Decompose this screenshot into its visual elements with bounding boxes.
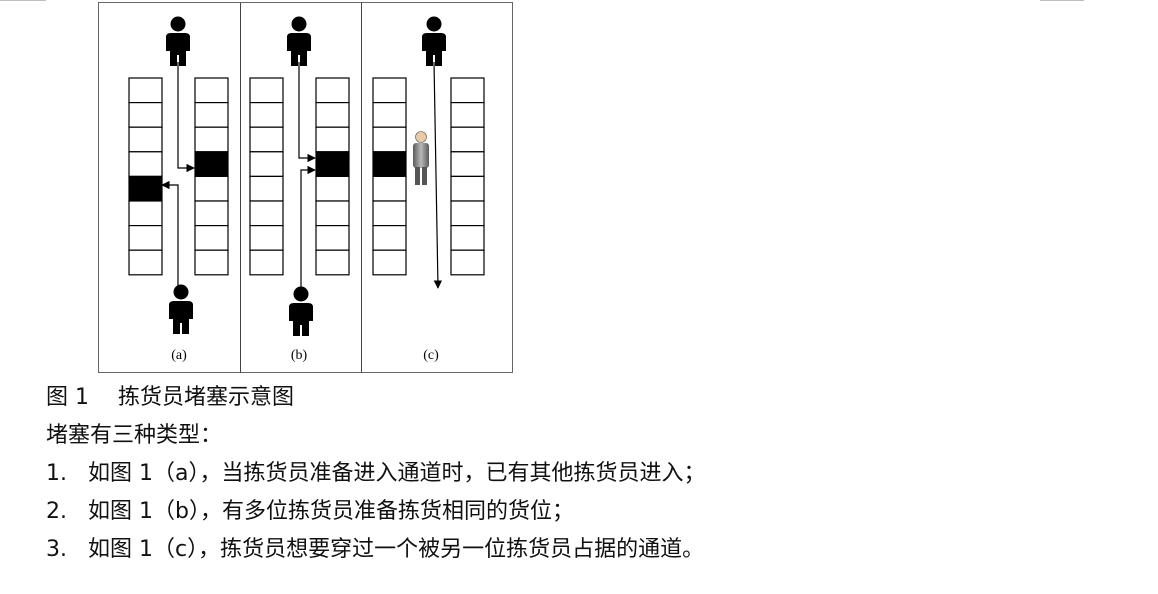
picker-path-arrow [300, 165, 316, 292]
picker-path-arrow [177, 62, 195, 173]
picker-blocking-figure: (a) (b) (c) [98, 2, 513, 373]
rack-slot [372, 249, 407, 276]
rack-slot [372, 200, 407, 227]
picker-path-arrow [433, 61, 443, 289]
rack-slot [315, 225, 350, 251]
rack-slot [128, 77, 163, 104]
rack-slot [315, 126, 350, 153]
picker-icon [289, 286, 313, 336]
rack-slot [249, 151, 284, 178]
rack-slot [450, 77, 485, 104]
rack-slot [372, 175, 407, 202]
rack-slot [372, 77, 407, 104]
figure-caption: 图 1 拣货员堵塞示意图 [46, 385, 294, 410]
rack-slot [128, 101, 163, 128]
rack-slot [450, 101, 485, 128]
rack-slot [249, 249, 284, 276]
rack-slot [249, 101, 284, 128]
rack-slot [249, 77, 284, 104]
picker-icon [287, 16, 311, 66]
picker-path-arrow [161, 180, 179, 287]
storage-racks [128, 77, 485, 276]
top-left-rule [0, 0, 46, 1]
picker-icon [169, 284, 193, 334]
list-text: 如图 1（b），有多位拣货员准备拣货相同的货位； [88, 499, 574, 524]
rack-slot [315, 101, 350, 128]
rack-slot [450, 200, 485, 227]
rack-slot [249, 126, 284, 153]
rack-slot [450, 126, 485, 153]
list-number: 1. [46, 461, 67, 486]
rack-slot [249, 175, 284, 202]
rack-slot [194, 249, 229, 276]
rack-slot [372, 101, 407, 128]
rack-slot [194, 77, 229, 104]
rack-slot [450, 151, 485, 178]
rack-slot [450, 249, 485, 276]
picker-path-arrow [298, 62, 316, 163]
rack-slot [128, 200, 163, 227]
rack-slot [194, 101, 229, 128]
intro-text: 堵塞有三种类型： [46, 423, 223, 448]
rack-slot [315, 200, 350, 227]
rack-slot [372, 225, 407, 251]
occupied-slot [194, 151, 229, 178]
list-number: 3. [46, 537, 67, 562]
list-number: 2. [46, 499, 67, 524]
rack-slot [128, 225, 163, 251]
rack-slot [194, 225, 229, 251]
occupied-slot [372, 151, 407, 178]
blocking-picker-icon [413, 131, 429, 185]
picker-icon [166, 16, 190, 66]
rack-slot [315, 77, 350, 104]
rack-slot [128, 249, 163, 276]
list-text: 如图 1（c），拣货员想要穿过一个被另一位拣货员占据的通道。 [88, 537, 705, 562]
rack-slot [194, 200, 229, 227]
rack-slot [249, 200, 284, 227]
rack-slot [315, 175, 350, 202]
panel-label-a: (a) [171, 348, 187, 363]
list-text: 如图 1（a），当拣货员准备进入通道时，已有其他拣货员进入； [88, 461, 706, 486]
occupied-slot [315, 151, 350, 178]
rack-slot [194, 126, 229, 153]
pickers [166, 16, 446, 336]
rack-slot [128, 126, 163, 153]
panel-label-c: (c) [423, 348, 439, 363]
top-right-rule [1040, 0, 1084, 1]
rack-slot [450, 225, 485, 251]
rack-slot [450, 175, 485, 202]
rack-slot [372, 126, 407, 153]
rack-slot [194, 175, 229, 202]
picker-icon [422, 16, 446, 66]
panel-label-b: (b) [291, 348, 308, 363]
occupied-slot [128, 175, 163, 202]
rack-slot [249, 225, 284, 251]
rack-slot [315, 249, 350, 276]
rack-slot [128, 151, 163, 178]
